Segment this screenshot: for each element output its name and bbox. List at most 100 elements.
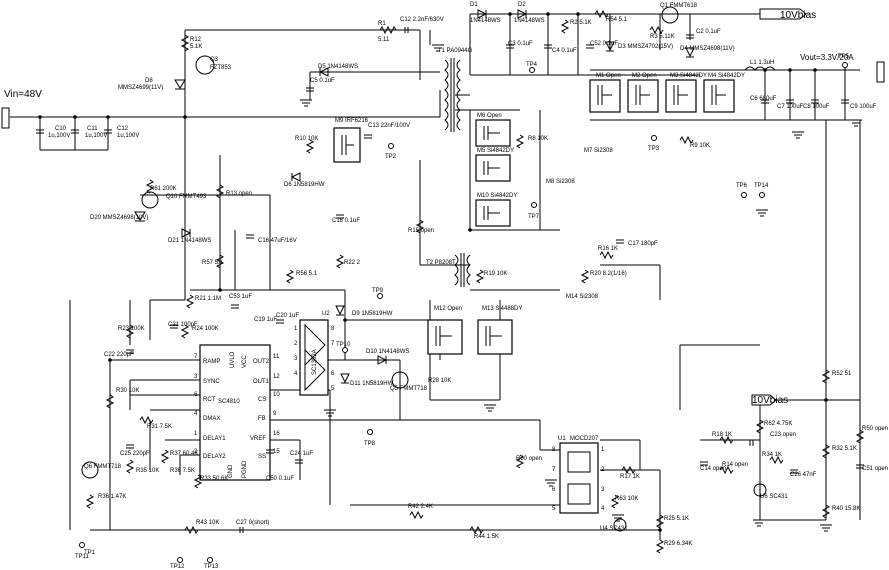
component-label: C12 2.2nF/630V bbox=[400, 17, 444, 23]
testpoint-label: TP8 bbox=[364, 441, 376, 447]
component-label: 1u,100V bbox=[117, 133, 139, 139]
testpoint-markers bbox=[79, 62, 848, 563]
component-label: R37 60.4K bbox=[170, 451, 198, 457]
component-label: R30 10K bbox=[116, 388, 139, 394]
component-label: M5 Si4842DY bbox=[477, 148, 514, 154]
driver-ic: U2 SC1302A 1 2 3 4 5 6 7 8 bbox=[294, 311, 335, 396]
bias-mid-label: 10Vbias bbox=[752, 395, 788, 406]
component-label: R60 open bbox=[516, 456, 542, 462]
component-label: M4 Si4842DY bbox=[708, 73, 745, 79]
component-label: C50 0.1uF bbox=[266, 476, 294, 482]
testpoint-label: TP9 bbox=[372, 288, 384, 294]
component-label: C2 0.1uF bbox=[696, 29, 721, 35]
controller-pin-label: FB bbox=[258, 416, 266, 422]
component-label: C17 180pF bbox=[628, 241, 658, 247]
component-label: R63 10K bbox=[615, 496, 638, 502]
component-label: R2 5.1K bbox=[570, 20, 592, 26]
testpoint-label: TP7 bbox=[528, 214, 540, 220]
component-label: R36 1.47K bbox=[98, 494, 126, 500]
component-label: 1u,100V bbox=[48, 133, 70, 139]
component-label: C25 220pF bbox=[120, 451, 150, 457]
controller-pin-label: VREF bbox=[250, 436, 266, 442]
component-label: M3 Si4842DY bbox=[670, 73, 707, 79]
component-label: R1 bbox=[378, 21, 386, 27]
component-label: 1N4148WS bbox=[514, 18, 545, 24]
component-label: R56 5.1 bbox=[296, 271, 318, 277]
component-label: R8 10K bbox=[528, 136, 548, 142]
testpoint-label: TP3 bbox=[648, 146, 660, 152]
inductor-l1 bbox=[744, 66, 776, 71]
component-label: R15 open bbox=[408, 228, 434, 234]
component-label: M8 Si2308 bbox=[546, 179, 575, 185]
controller-pin-number: 9 bbox=[273, 411, 277, 417]
controller-ref: SC4810 bbox=[218, 399, 240, 405]
controller-pin-number: 10 bbox=[273, 392, 280, 398]
component-label: D4 MMSZ4698(11V) bbox=[680, 46, 735, 52]
controller-pin-number: 4 bbox=[194, 411, 198, 417]
component-label: 5.1K bbox=[190, 44, 202, 50]
controller-pin-label: CS bbox=[258, 397, 266, 403]
component-label: M14 Si2308 bbox=[566, 294, 599, 300]
testpoint-label: TP12 bbox=[170, 564, 185, 570]
controller-pin-number: 1 bbox=[194, 431, 198, 437]
component-label: C5 0.1uF bbox=[310, 78, 335, 84]
controller-pin-label: DMAX bbox=[203, 416, 220, 422]
testpoint-label: TP2 bbox=[385, 154, 397, 160]
component-label: R23 100K bbox=[118, 326, 145, 332]
component-label: C27 0(short) bbox=[236, 520, 269, 526]
controller-pin-label: OUT1 bbox=[253, 379, 270, 385]
component-label: M7 Si2308 bbox=[584, 148, 613, 154]
component-label: R50 open bbox=[862, 426, 888, 432]
controller-pin-label: DELAY2 bbox=[203, 454, 226, 460]
component-label: D5 1N4148WS bbox=[318, 64, 358, 70]
component-label: R13 open bbox=[226, 191, 252, 197]
component-label: C16 47uF/16V bbox=[258, 238, 297, 244]
optocoupler-ic: U1 MOCD207 8 7 6 5 1 2 3 4 bbox=[552, 436, 605, 514]
component-label: C10 bbox=[55, 126, 67, 132]
driver-ref: U2 bbox=[322, 311, 330, 317]
component-label: T2 P8208T bbox=[426, 260, 456, 266]
resistors bbox=[85, 9, 865, 554]
controller-pin-label: RAMP bbox=[203, 359, 220, 365]
component-label: D20 MMSZ4698(10V) bbox=[90, 215, 148, 221]
component-label: R18 1K bbox=[712, 432, 732, 438]
component-label: R19 10K bbox=[484, 271, 507, 277]
component-label: C11 bbox=[87, 126, 98, 132]
component-label: C21 100pF bbox=[168, 322, 198, 328]
driver-pin-number: 4 bbox=[294, 371, 298, 377]
testpoint-label: TP11 bbox=[75, 554, 90, 560]
component-label: Q5 FMMT718 bbox=[390, 386, 428, 392]
component-label: M9 IRF6216 bbox=[335, 118, 369, 124]
component-label: R22 2 bbox=[344, 260, 361, 266]
testpoint-labels: TP1 TP2 TP3 TP4 TP5 TP6 TP7 TP8 TP9 TP10… bbox=[75, 54, 850, 570]
driver-pin-number: 3 bbox=[294, 356, 298, 362]
component-label: M6 Open bbox=[477, 113, 502, 119]
component-label: T1 PA0944G bbox=[438, 48, 473, 54]
component-label: Q6 FMMT718 bbox=[84, 464, 122, 470]
component-label: C51 open bbox=[862, 466, 888, 472]
component-label: C14 open bbox=[700, 466, 726, 472]
component-label: D6 1N5819HW bbox=[284, 182, 325, 188]
component-label: Q3 bbox=[210, 57, 219, 63]
component-label: R31 7.5K bbox=[147, 424, 172, 430]
transformer-t2 bbox=[454, 253, 471, 287]
controller-pin-number: 2 bbox=[194, 449, 198, 455]
controller-pin-label: VCC bbox=[242, 355, 248, 368]
transformer-t1 bbox=[444, 58, 461, 132]
component-label: R35 10K bbox=[136, 468, 159, 474]
component-label: 1N4148WS bbox=[470, 18, 501, 24]
component-label: R17 1K bbox=[620, 474, 640, 480]
controller-pin-label: SYNC bbox=[203, 379, 220, 385]
component-label: FZT853 bbox=[210, 65, 232, 71]
controller-ic: SC4810 RAMP SYNC RCT DMAX DELAY1 DELAY2 … bbox=[194, 344, 280, 481]
controller-pin-label: RCT bbox=[203, 397, 216, 403]
opto-ref: U1 bbox=[558, 436, 566, 442]
controller-pin-label: GND bbox=[228, 464, 234, 478]
capacitors bbox=[36, 27, 864, 533]
component-label: C53 1uF bbox=[229, 294, 252, 300]
component-label: R61 200K bbox=[150, 186, 177, 192]
opto-pin-number: 4 bbox=[601, 506, 605, 512]
opto-pin-number: 5 bbox=[552, 506, 556, 512]
component-label: C19 1uF bbox=[254, 317, 277, 323]
